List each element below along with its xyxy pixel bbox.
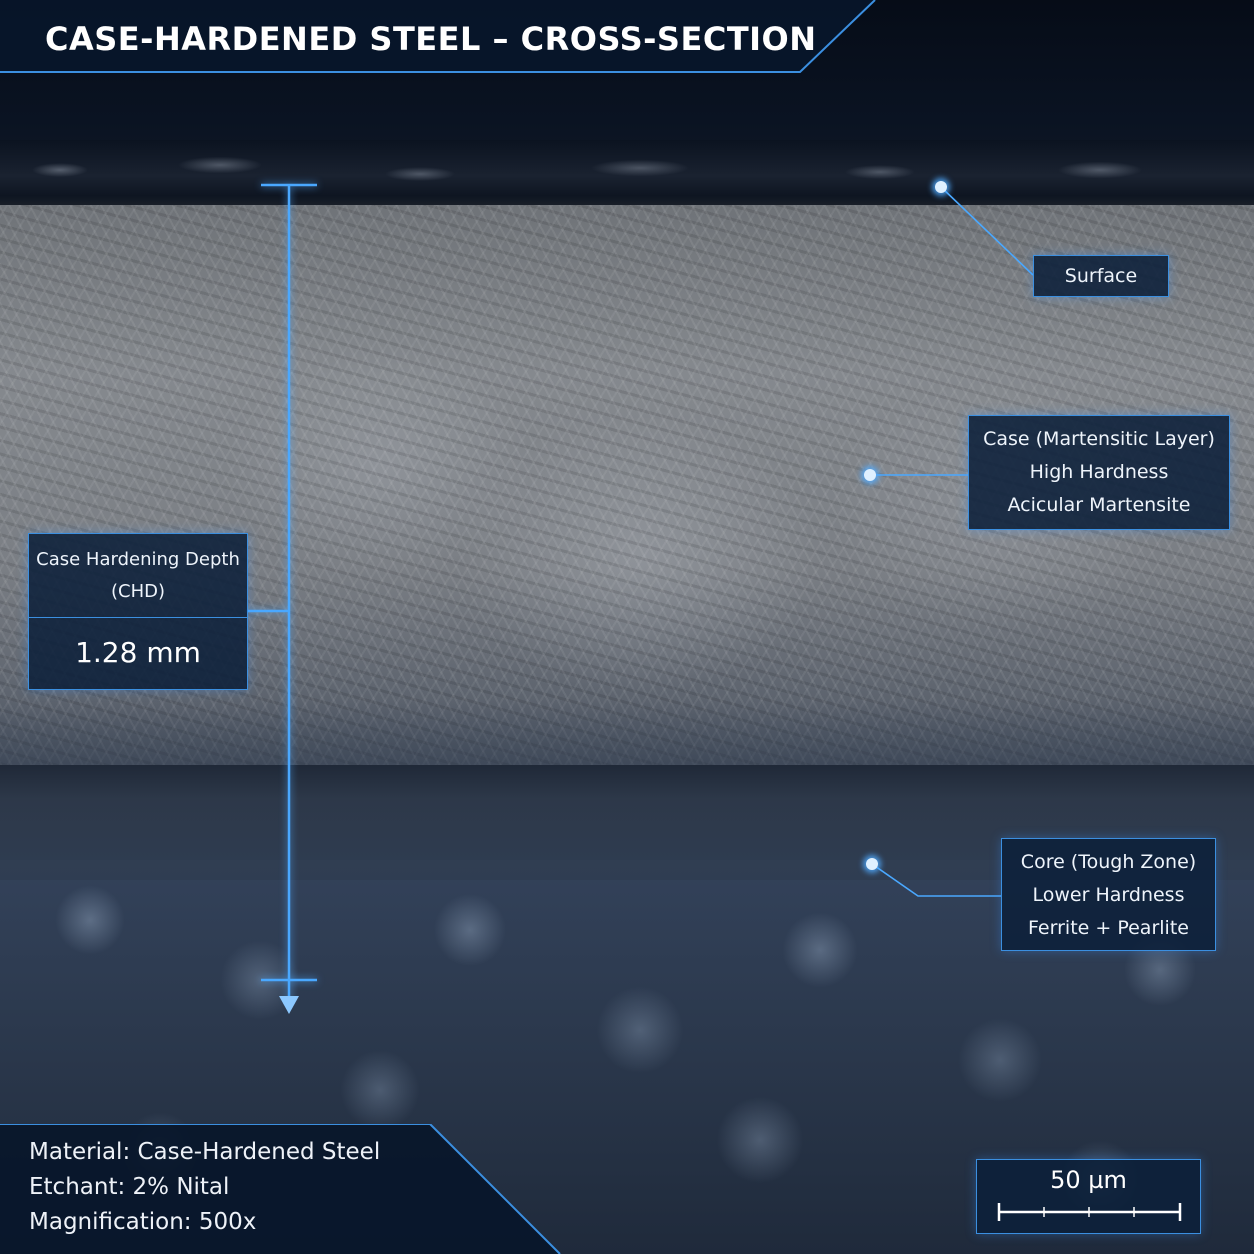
chd-label-line2: (CHD) bbox=[110, 581, 165, 602]
case-microstructure: Acicular Martensite bbox=[1007, 494, 1191, 516]
scale-bar bbox=[997, 1203, 1182, 1221]
page-title: CASE-HARDENED STEEL – CROSS-SECTION bbox=[45, 20, 817, 58]
chd-callout: Case Hardening Depth (CHD) 1.28 mm bbox=[28, 533, 248, 690]
material-line: Material: Case-Hardened Steel bbox=[29, 1139, 381, 1165]
chd-label-line1: Case Hardening Depth bbox=[36, 549, 240, 570]
case-title: Case (Martensitic Layer) bbox=[983, 428, 1215, 450]
chd-label-block: Case Hardening Depth (CHD) bbox=[29, 534, 247, 618]
chd-value: 1.28 mm bbox=[75, 636, 201, 669]
surface-marker-dot bbox=[935, 181, 947, 193]
case-callout: Case (Martensitic Layer) High Hardness A… bbox=[968, 415, 1230, 530]
depth-arrowhead bbox=[279, 996, 299, 1014]
etchant-line: Etchant: 2% Nital bbox=[29, 1174, 230, 1200]
surface-callout: Surface bbox=[1033, 255, 1169, 297]
core-marker-dot bbox=[866, 858, 878, 870]
scale-bar-panel: 50 µm bbox=[976, 1159, 1201, 1234]
title-banner: CASE-HARDENED STEEL – CROSS-SECTION bbox=[0, 0, 880, 74]
core-title: Core (Tough Zone) bbox=[1020, 851, 1197, 873]
surface-label: Surface bbox=[1064, 265, 1138, 287]
case-marker-dot bbox=[864, 469, 876, 481]
core-microstructure: Ferrite + Pearlite bbox=[1028, 917, 1189, 939]
core-leader-line bbox=[871, 863, 1001, 897]
core-callout: Core (Tough Zone) Lower Hardness Ferrite… bbox=[1001, 838, 1216, 951]
case-hardness: High Hardness bbox=[1029, 461, 1169, 483]
specimen-info-panel bbox=[0, 1124, 570, 1254]
magnification-line: Magnification: 500x bbox=[29, 1209, 257, 1235]
surface-leader-line bbox=[940, 186, 1034, 276]
scale-bar-label: 50 µm bbox=[1050, 1166, 1127, 1194]
core-hardness: Lower Hardness bbox=[1032, 884, 1185, 906]
specimen-info-text: Material: Case-Hardened Steel Etchant: 2… bbox=[29, 1135, 380, 1240]
